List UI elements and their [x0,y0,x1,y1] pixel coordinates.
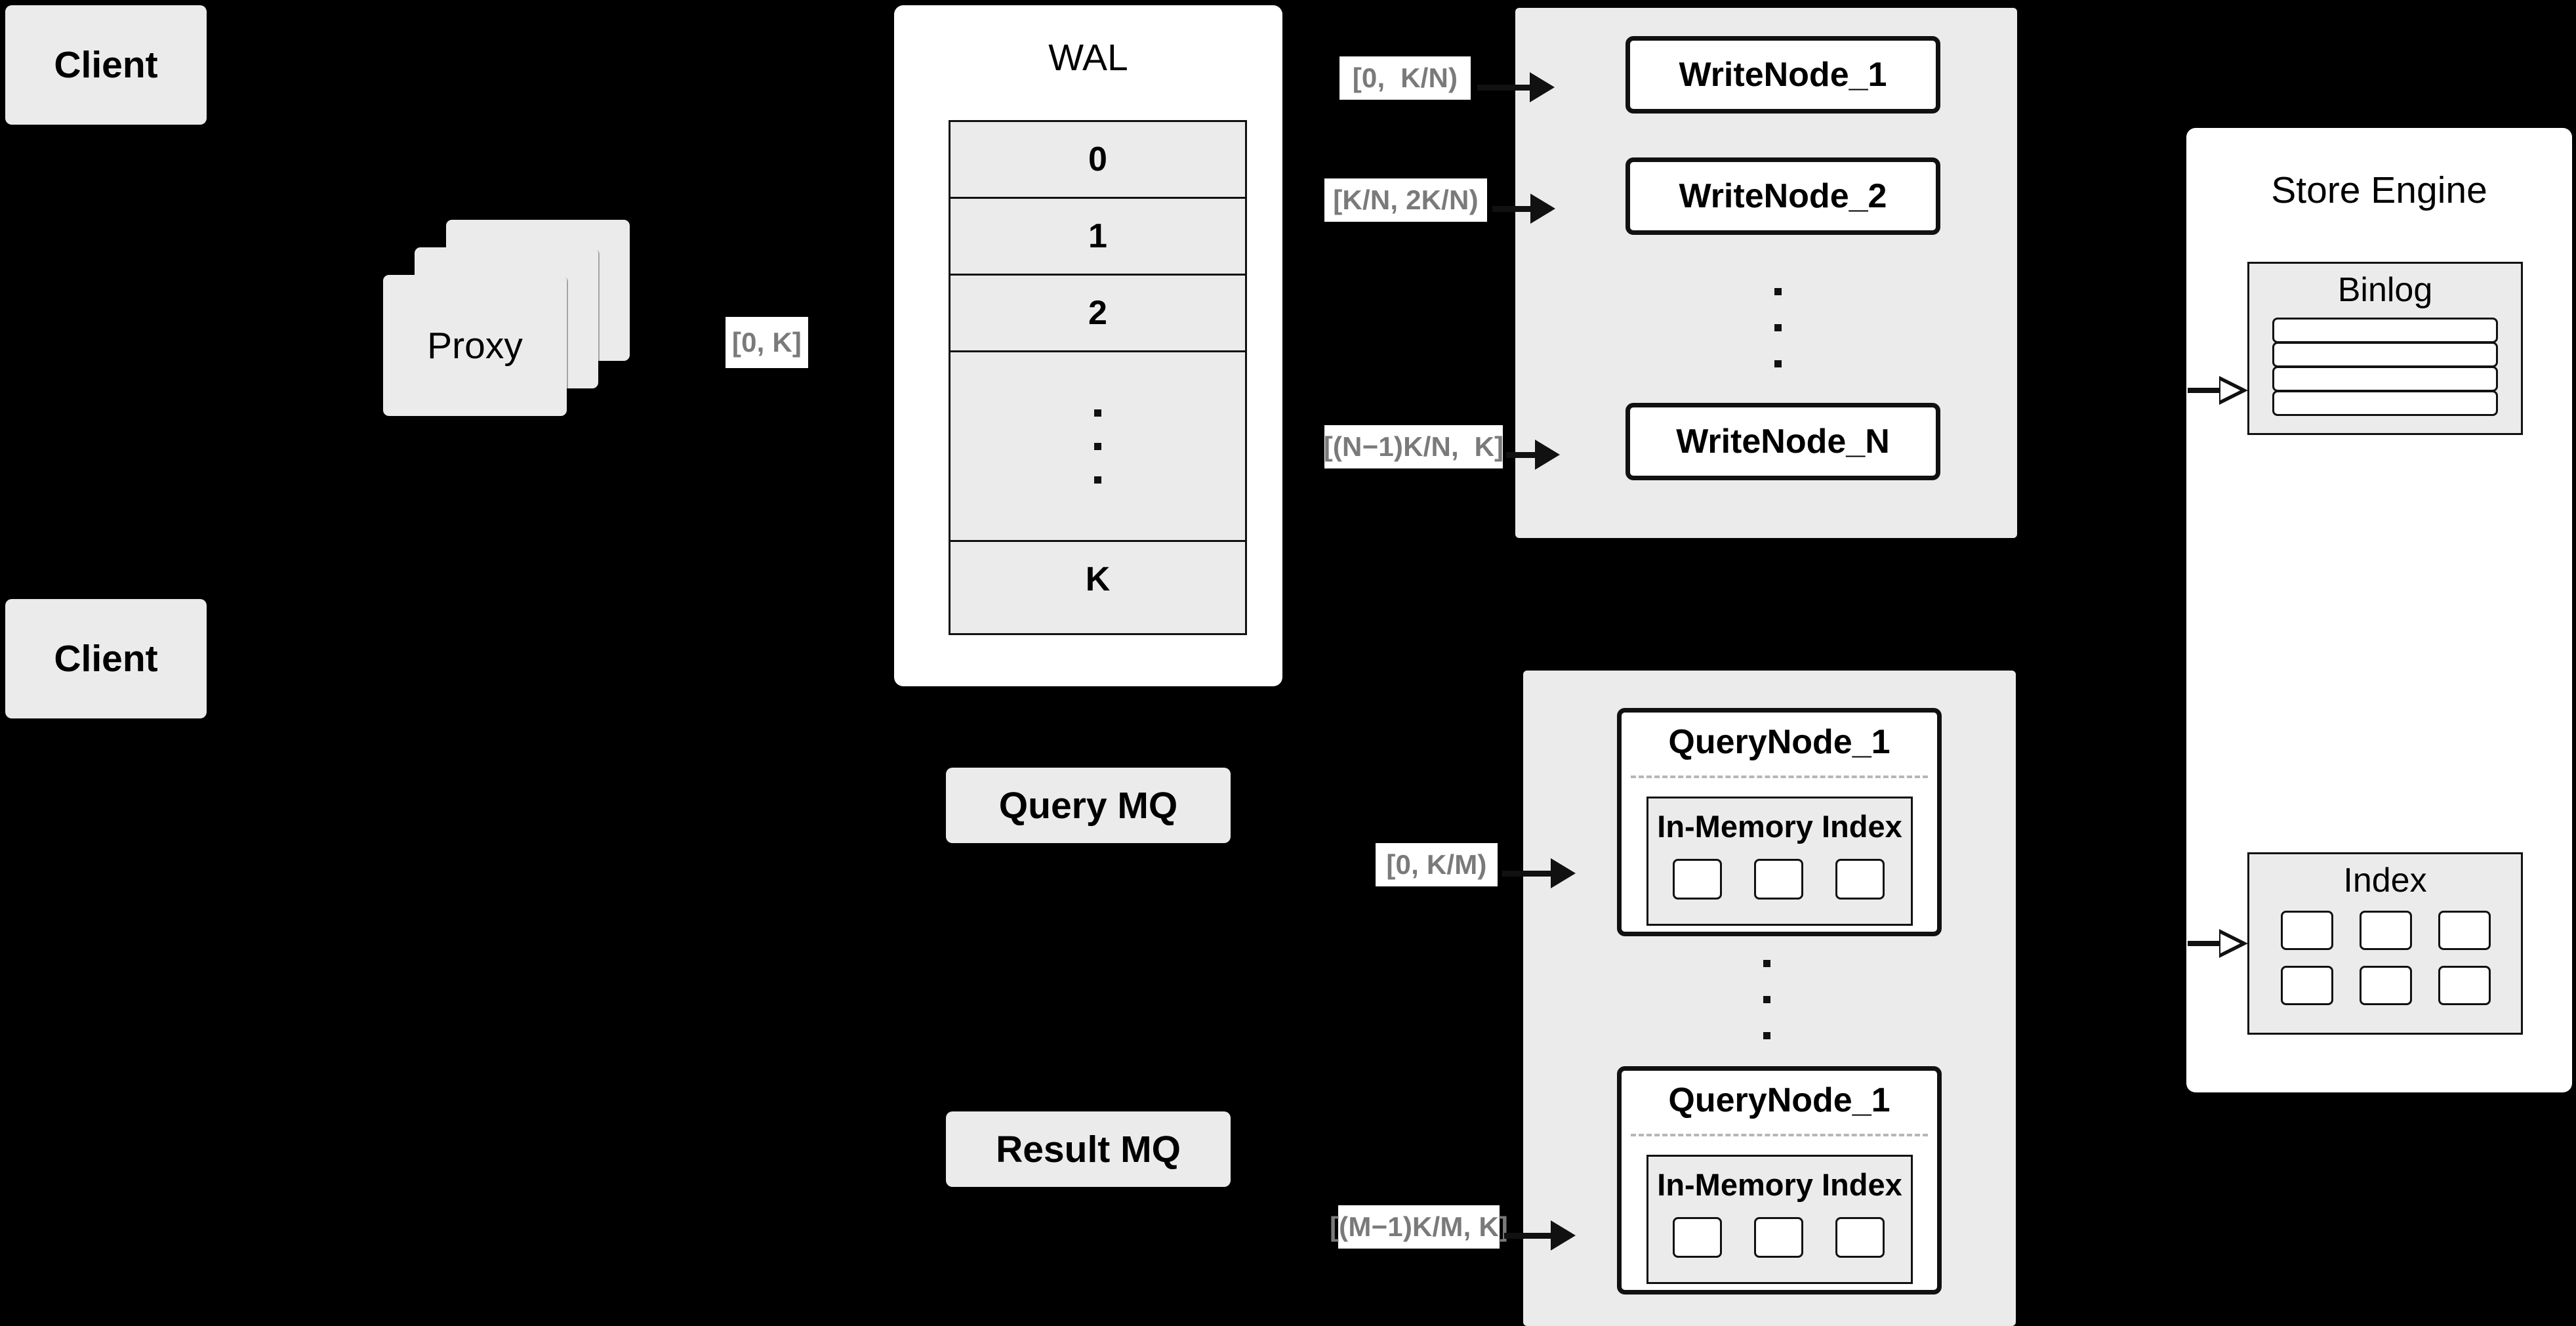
range-label-query-node-1: [0, K/M) [1376,843,1498,886]
proxy-card-front[interactable]: Proxy [383,275,567,416]
store-engine-panel: Store Engine Binlog Index [2186,128,2572,1092]
client-node-2-label: Client [54,638,158,680]
range-label-write-node-1: [0, K/N) [1339,56,1471,100]
query-node-ellipsis-icon [1760,952,1773,1047]
client-node-1[interactable]: Client [5,5,207,125]
in-memory-index-title: In-Memory Index [1657,808,1902,844]
binlog-row [2272,318,2498,343]
write-node-ellipsis-icon [1771,280,1784,375]
index-cell [2281,911,2333,950]
arrow-to-query-node-1 [1502,858,1578,888]
query-node-1-divider [1631,776,1928,778]
in-memory-index-cell [1754,1217,1803,1258]
wal-row: 2 [951,276,1245,352]
query-mq-node[interactable]: Query MQ [946,768,1231,843]
binlog-row [2272,366,2498,392]
range-label-write-node-2: [K/N, 2K/N) [1324,178,1487,222]
index-panel: Index [2247,852,2523,1035]
wal-panel: WAL 0 1 2 K [894,5,1282,686]
query-node-cluster: QueryNode_1 In-Memory Index QueryNode_1 … [1523,671,2016,1326]
write-node-cluster: WriteNode_1 WriteNode_2 WriteNode_N [1515,8,2017,538]
in-memory-index-title: In-Memory Index [1657,1167,1902,1202]
arrow-to-write-node-n [1506,440,1562,470]
in-memory-index-cell [1754,859,1803,900]
result-mq-label: Result MQ [996,1128,1181,1171]
binlog-row [2272,390,2498,416]
write-node-2-label: WriteNode_2 [1679,177,1887,215]
query-node-2[interactable]: QueryNode_1 In-Memory Index [1617,1066,1942,1295]
in-memory-index-cell [1835,859,1885,900]
query-node-1[interactable]: QueryNode_1 In-Memory Index [1617,708,1942,936]
query-node-2-label: QueryNode_1 [1668,1081,1891,1119]
write-node-n[interactable]: WriteNode_N [1625,403,1940,480]
wal-rows: 0 1 2 K [949,120,1247,635]
in-memory-index-cell [1835,1217,1885,1258]
wal-row: 1 [951,199,1245,276]
store-engine-title: Store Engine [2271,169,2487,211]
arrow-to-query-node-2 [1504,1220,1578,1251]
query-node-1-label: QueryNode_1 [1668,723,1891,761]
proxy-label: Proxy [427,324,523,367]
wal-row-ellipsis [951,352,1245,542]
write-node-2[interactable]: WriteNode_2 [1625,157,1940,235]
query-node-2-in-memory-index: In-Memory Index [1646,1155,1913,1284]
write-node-1-label: WriteNode_1 [1679,56,1887,94]
binlog-title: Binlog [2337,271,2433,309]
index-cell [2360,911,2412,950]
write-node-n-label: WriteNode_N [1676,423,1890,461]
write-node-1[interactable]: WriteNode_1 [1625,36,1940,114]
client-node-1-label: Client [54,44,158,86]
index-cell [2438,966,2491,1005]
arrow-to-binlog [2188,376,2260,405]
range-label-proxy-to-wal: [0, K] [726,317,808,368]
range-label-query-node-2: [(M−1)K/M, K] [1330,1205,1508,1249]
query-mq-label: Query MQ [998,784,1178,827]
index-cell [2360,966,2412,1005]
binlog-panel: Binlog [2247,262,2523,435]
vertical-ellipsis-icon [1094,409,1101,484]
arrow-to-write-node-2 [1492,194,1558,224]
in-memory-index-cell [1673,1217,1722,1258]
in-memory-index-cell [1673,859,1722,900]
result-mq-node[interactable]: Result MQ [946,1111,1231,1187]
wal-row: 0 [951,122,1245,199]
index-cell [2281,966,2333,1005]
client-node-2[interactable]: Client [5,599,207,718]
arrow-to-write-node-1 [1477,72,1557,102]
query-node-1-in-memory-index: In-Memory Index [1646,797,1913,926]
index-cell [2438,911,2491,950]
range-label-write-node-n: [(N−1)K/N, K] [1324,425,1503,468]
binlog-row [2272,342,2498,367]
query-node-2-divider [1631,1134,1928,1136]
wal-row: K [951,542,1245,617]
proxy-stack[interactable]: Proxy [380,220,695,426]
arrow-to-index [2188,929,2260,958]
index-title: Index [2343,861,2427,900]
wal-title: WAL [1048,37,1128,79]
